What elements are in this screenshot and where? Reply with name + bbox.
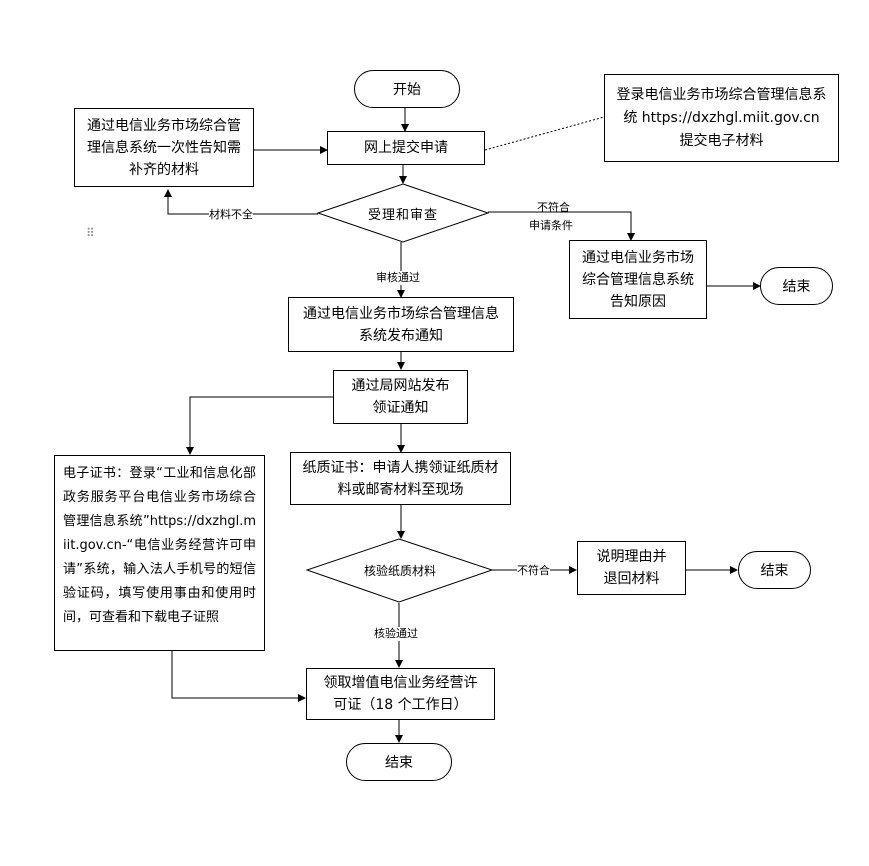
- login-node: 登录电信业务市场综合管理信息系统 https://dxzhgl.miit.gov…: [604, 74, 839, 162]
- dotted-link-login: [484, 116, 605, 151]
- start-node: 开始: [354, 70, 460, 108]
- end-node-2: 结束: [738, 551, 811, 589]
- review-node: 受理和审查: [367, 207, 438, 223]
- arrow-not-meet: [488, 211, 635, 241]
- arrow-ecert-to-collect: [171, 651, 306, 702]
- end-node-1: 结束: [760, 267, 833, 305]
- label-not-meet-1: 不符合: [537, 201, 570, 214]
- arrow-incomplete: [164, 189, 318, 215]
- return-materials-node: 说明理由并退回材料: [577, 541, 686, 595]
- bureau-notice-node: 通过局网站发布领证通知: [333, 370, 468, 424]
- arrow-bureau-to-ecert: [186, 396, 333, 455]
- submit-node: 网上提交申请: [327, 131, 485, 165]
- publish-notice-node: 通过电信业务市场综合管理信息系统发布通知: [288, 297, 514, 352]
- end-node-3: 结束: [346, 743, 452, 781]
- verify-diamond: [305, 538, 494, 603]
- label-approved: 审核通过: [376, 271, 420, 285]
- label-incomplete: 材料不全: [209, 208, 253, 222]
- drag-handle-icon[interactable]: ⠿: [86, 226, 96, 240]
- label-not-meet-verify: 不符合: [517, 564, 550, 578]
- label-verified: 核验通过: [374, 627, 418, 641]
- e-cert-node: 电子证书：登录“工业和信息化部政务服务平台电信业务市场综合管理信息系统”http…: [54, 455, 265, 651]
- supplement-node: 通过电信业务市场综合管理信息系统一次性告知需补齐的材料: [74, 108, 254, 187]
- verify-node: 核验纸质材料: [363, 563, 436, 578]
- paper-cert-node: 纸质证书：申请人携领证纸质材料或邮寄材料至现场: [290, 452, 511, 505]
- review-diamond: [316, 183, 490, 243]
- label-not-meet-2: 申请条件: [529, 219, 573, 232]
- collect-license-node: 领取增值电信业务经营许可证（18 个工作日）: [306, 668, 495, 720]
- reject-reason-node: 通过电信业务市场综合管理信息系统告知原因: [569, 240, 707, 319]
